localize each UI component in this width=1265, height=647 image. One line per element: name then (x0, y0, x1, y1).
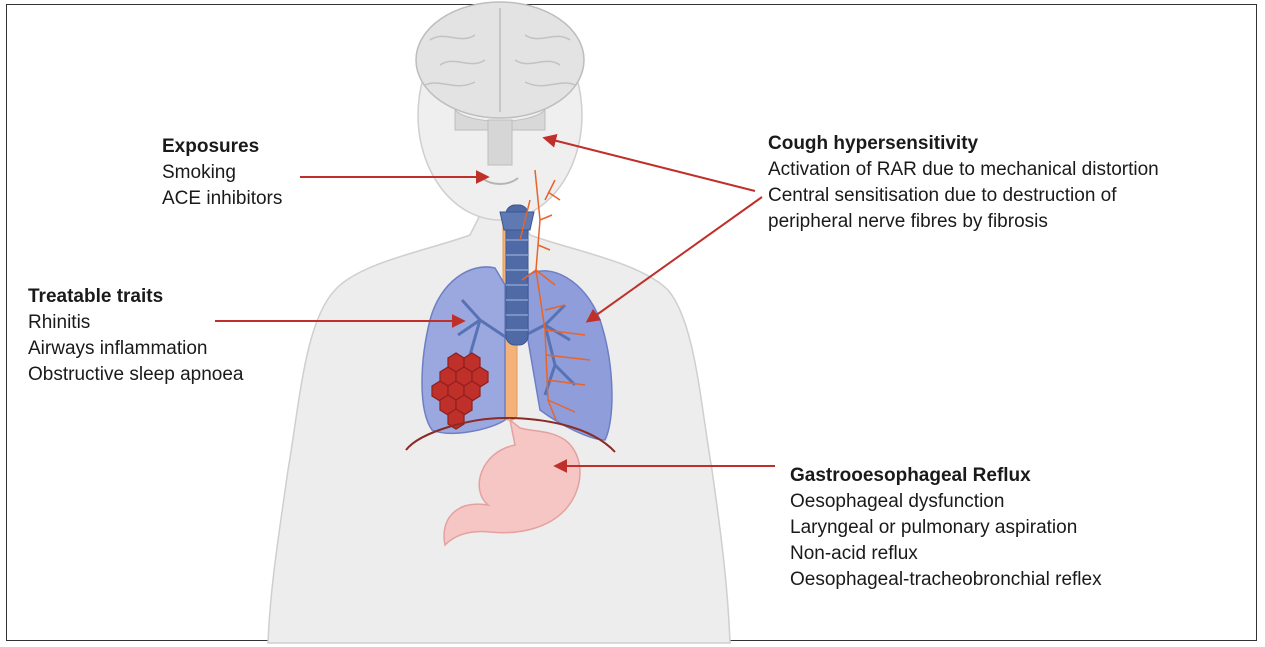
cough-hypersensitivity-item: peripheral nerve fibres by fibrosis (768, 209, 1159, 235)
reflux-label: Gastrooesophageal Reflux Oesophageal dys… (790, 463, 1102, 593)
exposures-label: Exposures Smoking ACE inhibitors (162, 134, 282, 212)
exposures-item: ACE inhibitors (162, 186, 282, 212)
exposures-title: Exposures (162, 134, 282, 160)
cough-arrow-brain (545, 138, 755, 191)
exposures-item: Smoking (162, 160, 282, 186)
treatable-traits-item: Rhinitis (28, 310, 243, 336)
cough-hypersensitivity-item: Activation of RAR due to mechanical dist… (768, 157, 1159, 183)
treatable-traits-title: Treatable traits (28, 284, 243, 310)
reflux-item: Oesophageal-tracheobronchial reflex (790, 567, 1102, 593)
treatable-traits-item: Obstructive sleep apnoea (28, 362, 243, 388)
reflux-item: Oesophageal dysfunction (790, 489, 1102, 515)
treatable-traits-label: Treatable traits Rhinitis Airways inflam… (28, 284, 243, 388)
reflux-item: Non-acid reflux (790, 541, 1102, 567)
reflux-item: Laryngeal or pulmonary aspiration (790, 515, 1102, 541)
cough-hypersensitivity-label: Cough hypersensitivity Activation of RAR… (768, 131, 1159, 235)
cough-hypersensitivity-item: Central sensitisation due to destruction… (768, 183, 1159, 209)
treatable-traits-item: Airways inflammation (28, 336, 243, 362)
reflux-title: Gastrooesophageal Reflux (790, 463, 1102, 489)
cough-hypersensitivity-title: Cough hypersensitivity (768, 131, 1159, 157)
